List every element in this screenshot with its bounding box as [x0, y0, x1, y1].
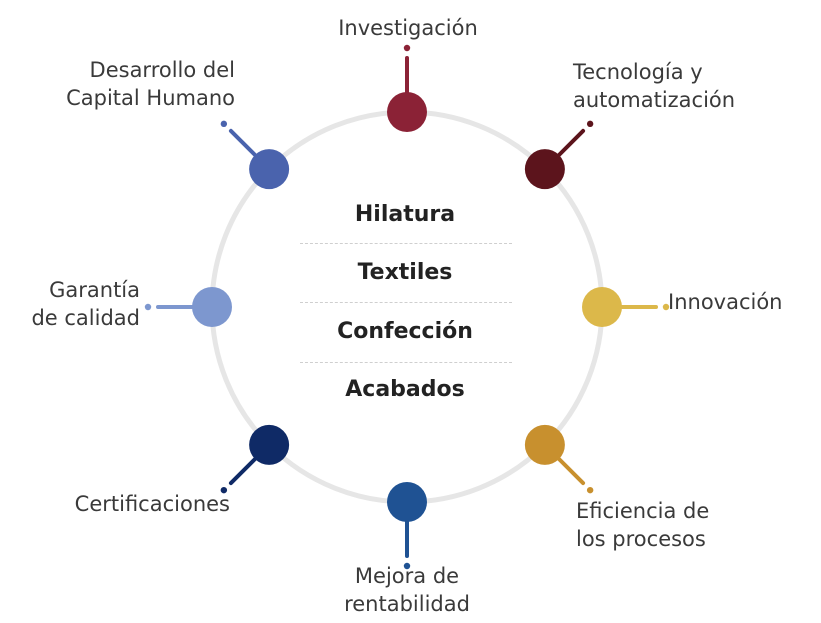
node-investigacion — [387, 92, 427, 132]
label-line: de calidad — [31, 306, 140, 330]
label-line: rentabilidad — [344, 592, 470, 616]
connector-eficiencia — [555, 455, 586, 486]
node-garantia — [192, 287, 232, 327]
connector-certificaciones — [228, 455, 259, 486]
label-line: los procesos — [576, 527, 706, 551]
node-certificaciones — [249, 424, 290, 465]
node-desarrollo — [249, 149, 290, 190]
connector-dot-rentabilidad — [403, 562, 411, 570]
label-desarrollo-capital-humano: Desarrollo del Capital Humano — [10, 56, 235, 112]
label-investigacion: Investigación — [320, 14, 496, 42]
nodes-layer — [144, 44, 670, 570]
connector-dot-desarrollo — [220, 120, 228, 128]
node-eficiencia — [524, 424, 565, 465]
label-line: Innovación — [668, 290, 783, 314]
connector-tecnologia — [555, 128, 586, 159]
label-line: Capital Humano — [66, 86, 235, 110]
connector-dot-innovacion — [662, 303, 670, 311]
label-mejora-rentabilidad: Mejora de rentabilidad — [316, 562, 498, 618]
center-divider — [300, 362, 512, 363]
connector-dot-investigacion — [403, 44, 411, 52]
connector-dot-eficiencia — [586, 486, 594, 494]
center-item-textiles: Textiles — [357, 260, 453, 285]
label-line: Garantía — [49, 278, 140, 302]
label-line: Mejora de — [354, 564, 460, 588]
node-innovacion — [582, 287, 622, 327]
label-garantia-calidad: Garantía de calidad — [10, 276, 140, 332]
label-line: Investigación — [338, 16, 478, 40]
label-line: Eficiencia de — [576, 499, 710, 523]
label-line: Desarrollo del — [89, 58, 235, 82]
connector-desarrollo — [228, 128, 259, 159]
label-line: Tecnología y — [573, 60, 703, 84]
label-line: automatización — [573, 88, 736, 112]
label-tecnologia-automatizacion: Tecnología y automatización — [573, 58, 735, 114]
label-line: Certificaciones — [74, 492, 230, 516]
node-tecnologia — [524, 149, 565, 190]
label-certificaciones: Certificaciones — [20, 490, 230, 518]
connector-dot-garantia — [144, 303, 152, 311]
center-item-hilatura: Hilatura — [354, 202, 456, 227]
label-innovacion: Innovación — [668, 288, 783, 316]
connector-dot-tecnologia — [586, 120, 594, 128]
center-divider — [300, 302, 512, 303]
connector-dot-certificaciones — [220, 486, 228, 494]
label-eficiencia-procesos: Eficiencia de los procesos — [576, 497, 709, 553]
center-item-confeccion: Confección — [337, 319, 473, 344]
node-rentabilidad — [387, 482, 427, 522]
center-divider — [300, 243, 512, 244]
center-item-acabados: Acabados — [345, 377, 465, 402]
